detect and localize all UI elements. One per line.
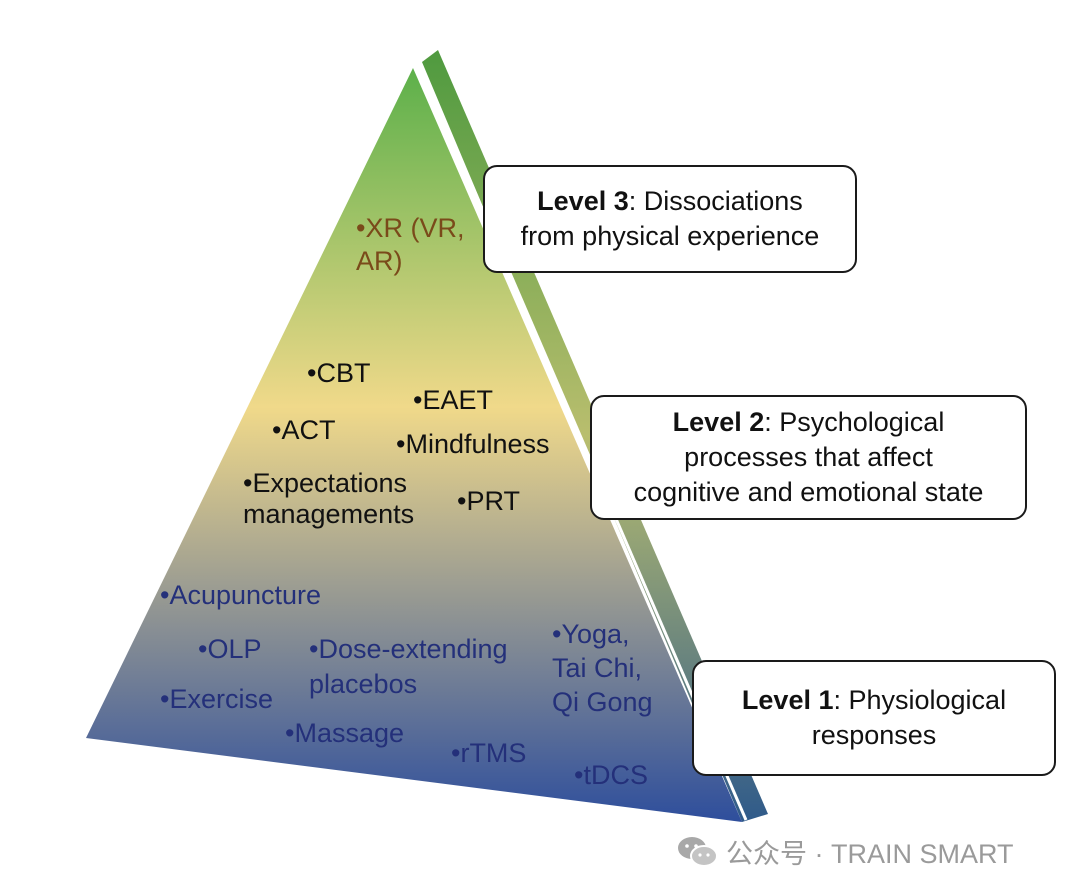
- item-qi-gong: Qi Gong: [552, 687, 653, 717]
- item-massage: •Massage: [285, 718, 405, 748]
- item-tdcs: •tDCS: [574, 760, 648, 790]
- item-dose-extending: •Dose-extending: [309, 634, 508, 664]
- level-1-desc-line2: responses: [811, 720, 937, 750]
- item-xr-cont: AR): [356, 246, 403, 276]
- level-1-box: Level 1: Physiological responses: [692, 660, 1056, 776]
- item-cbt: •CBT: [307, 358, 371, 388]
- item-exercise: •Exercise: [160, 684, 273, 714]
- item-eaet: •EAET: [413, 385, 493, 415]
- level-2-box: Level 2: Psychological processes that af…: [590, 395, 1027, 520]
- level-3-label: Level 3: [537, 186, 629, 216]
- wechat-icon: [678, 836, 718, 867]
- item-rtms: •rTMS: [451, 738, 527, 768]
- level-2-desc-line2: processes that affect: [684, 442, 933, 472]
- item-expectations-cont: managements: [243, 499, 415, 529]
- level-2-desc-line3: cognitive and emotional state: [633, 477, 984, 507]
- level-1-desc: : Physiological: [833, 685, 1007, 715]
- watermark-text: 公众号 · TRAIN SMART: [726, 839, 1014, 869]
- item-prt: •PRT: [457, 486, 520, 516]
- level-3-desc: : Dissociations: [628, 186, 803, 216]
- level-2-desc: : Psychological: [764, 407, 945, 437]
- watermark: 公众号 · TRAIN SMART: [676, 832, 1014, 871]
- item-act: •ACT: [272, 415, 336, 445]
- level-2-label: Level 2: [672, 407, 765, 437]
- item-expectations: •Expectations: [243, 468, 408, 498]
- item-olp: •OLP: [198, 634, 262, 664]
- level-3-desc-line2: from physical experience: [520, 221, 820, 251]
- level-1-label: Level 1: [741, 685, 834, 715]
- item-yoga: •Yoga,: [552, 619, 630, 649]
- pyramid-front-face: [86, 68, 742, 822]
- pyramid-edge-highlight: [416, 59, 748, 821]
- item-acupuncture: •Acupuncture: [160, 580, 322, 610]
- item-dose-extending-cont: placebos: [309, 669, 418, 699]
- level-3-box: Level 3: Dissociations from physical exp…: [483, 165, 857, 273]
- item-xr: •XR (VR,: [356, 213, 465, 243]
- item-tai-chi: Tai Chi,: [552, 653, 643, 683]
- item-mindfulness: •Mindfulness: [396, 429, 550, 459]
